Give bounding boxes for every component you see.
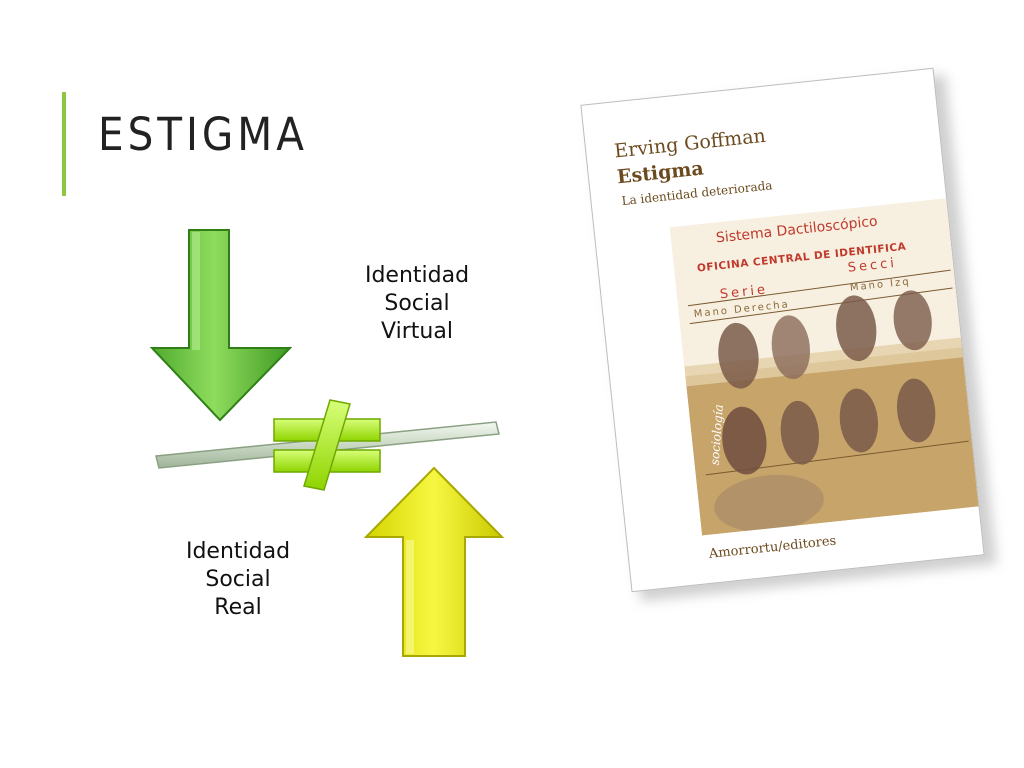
label-virtual-line-2: Social xyxy=(384,291,450,316)
label-identidad-social-virtual: Identidad Social Virtual xyxy=(352,262,482,346)
slide-title: ESTIGMA xyxy=(98,108,308,161)
up-arrow-icon xyxy=(363,466,505,657)
not-equal-icon xyxy=(273,399,381,491)
book-title: Estigma xyxy=(615,157,705,189)
label-virtual-line-1: Identidad xyxy=(364,263,470,288)
label-identidad-social-real: Identidad Social Real xyxy=(173,538,303,622)
label-real-line-2: Social xyxy=(205,567,271,592)
label-real-line-1: Identidad xyxy=(185,539,291,564)
fingerprint-card-image xyxy=(669,197,981,536)
stigma-diagram xyxy=(149,229,505,657)
label-real-line-3: Real xyxy=(214,595,262,620)
book-publisher: Amorrortu/editores xyxy=(708,533,837,562)
label-virtual-line-3: Virtual xyxy=(381,319,453,344)
book-author: Erving Goffman xyxy=(613,124,767,163)
book-cover: Erving Goffman Estigma La identidad dete… xyxy=(580,67,985,593)
down-arrow-icon xyxy=(149,229,293,422)
title-accent-bar xyxy=(62,92,66,196)
